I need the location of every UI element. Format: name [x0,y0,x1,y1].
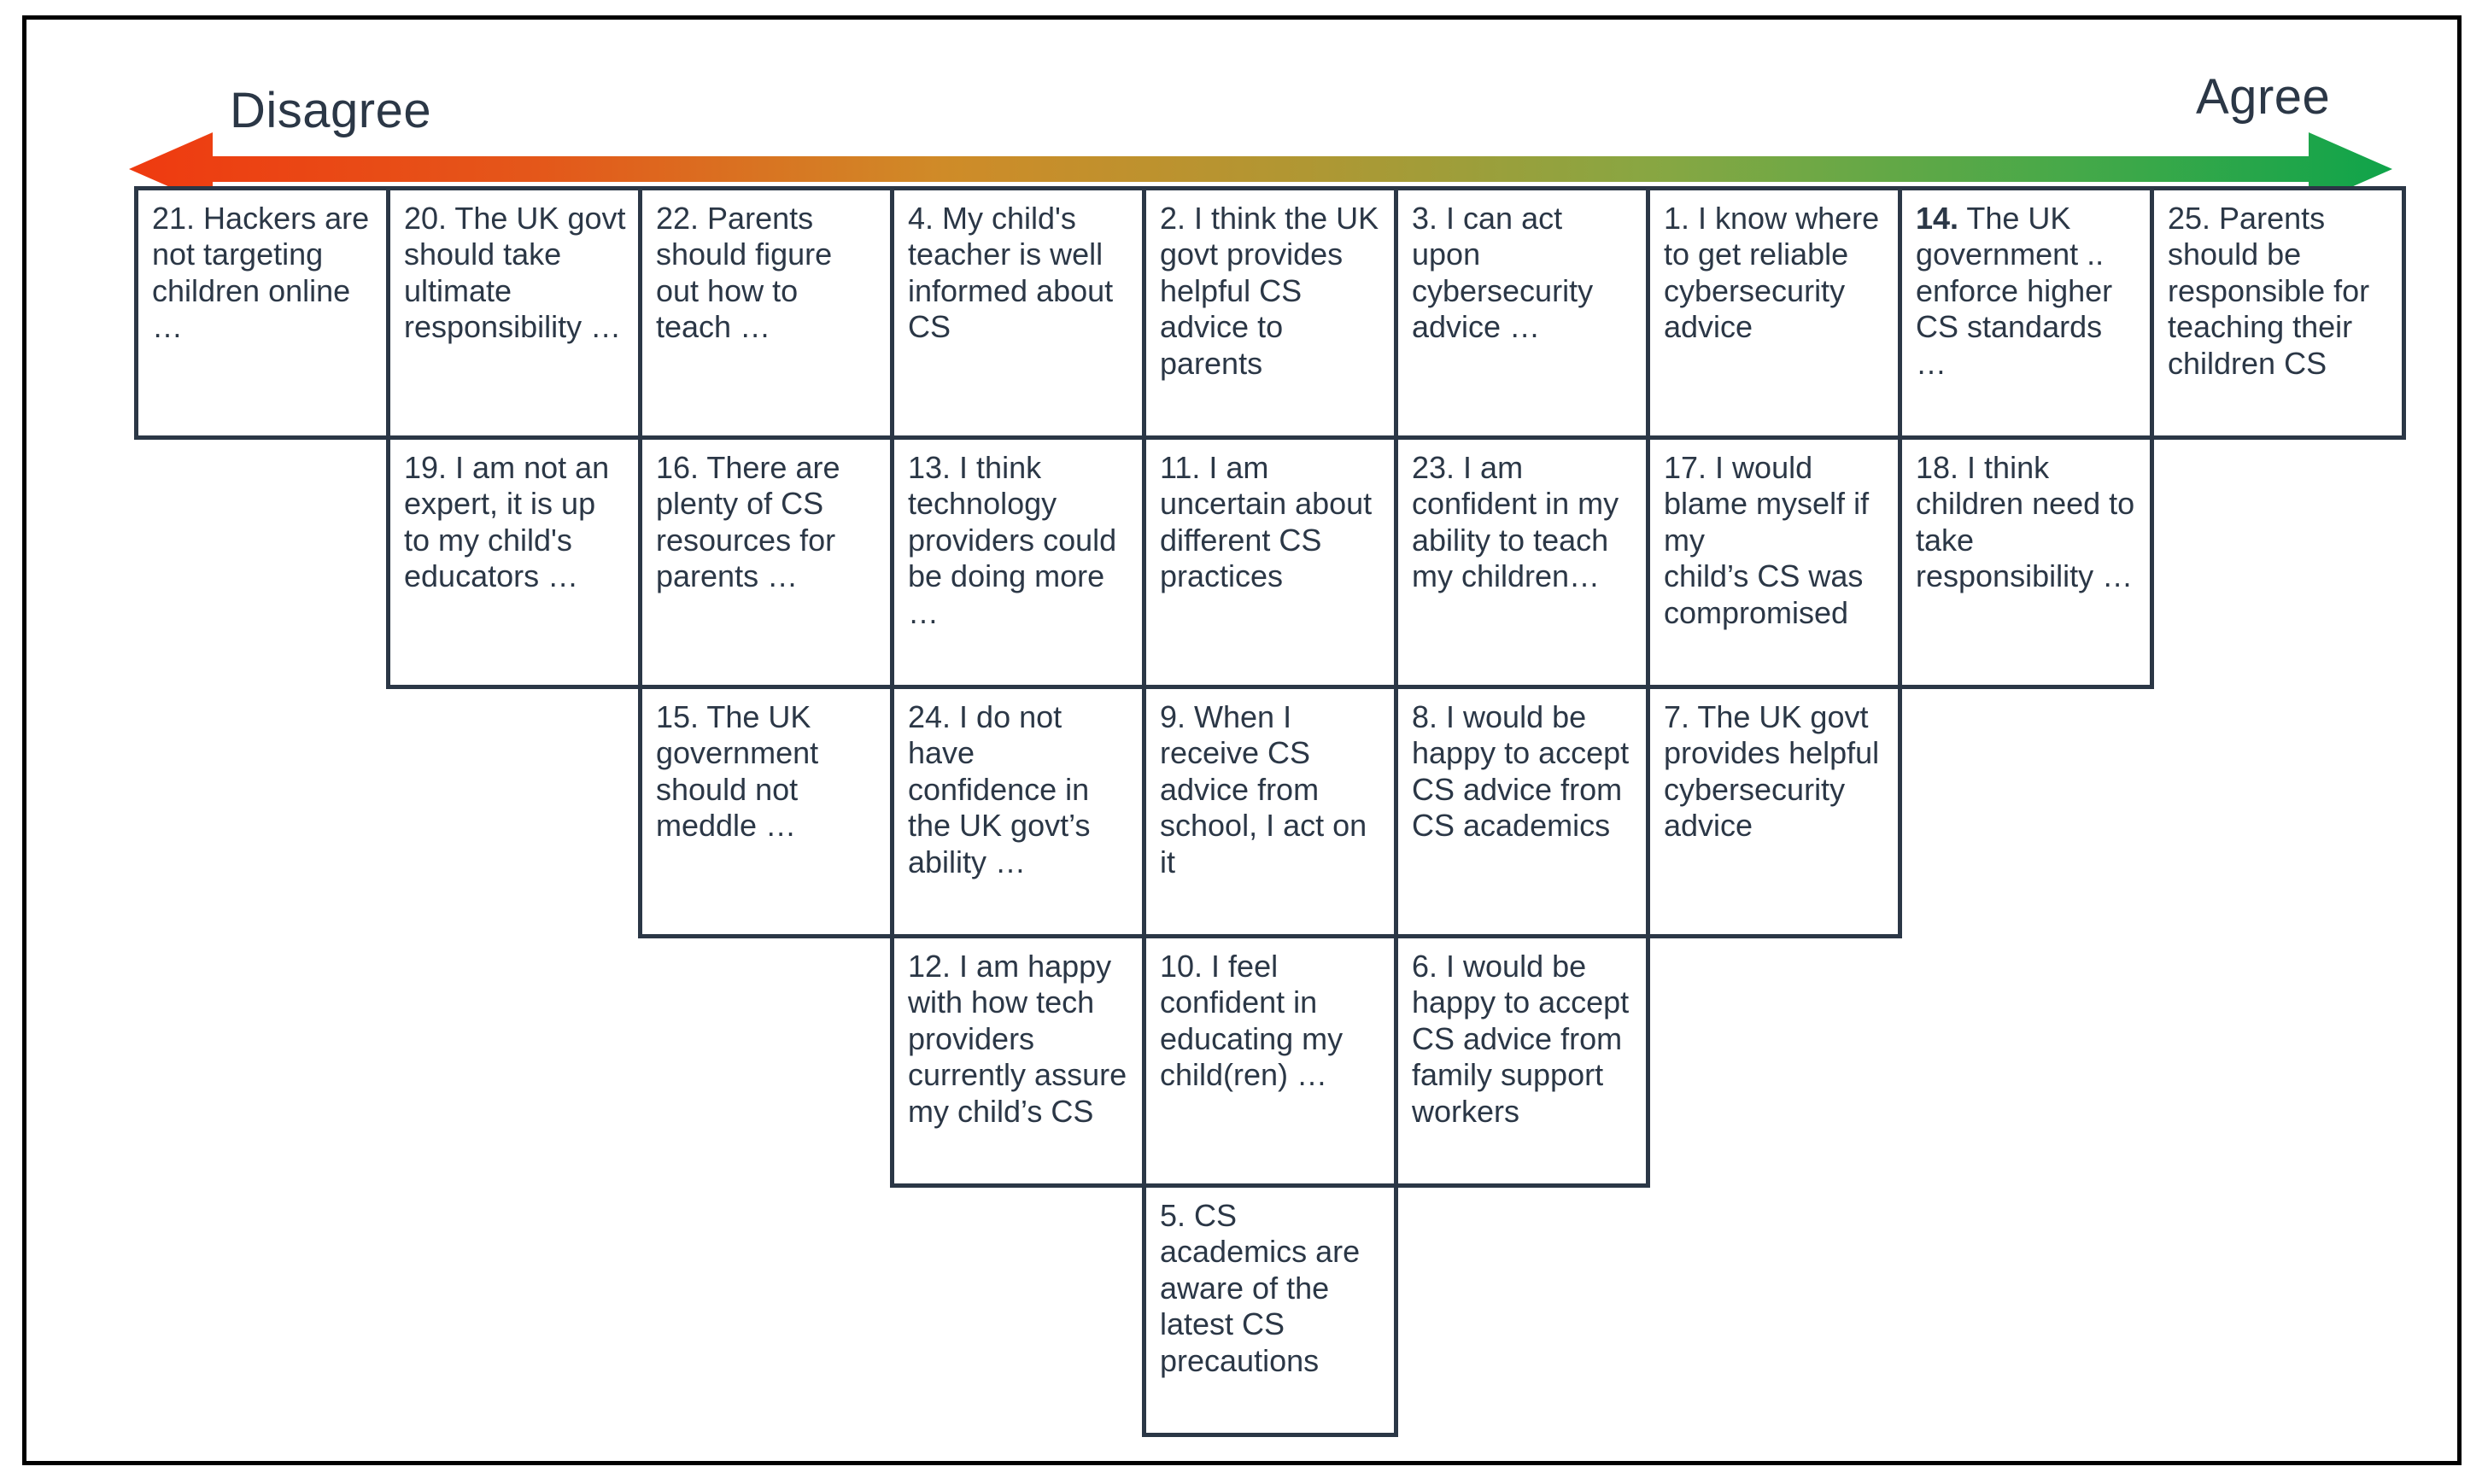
q-sort-cell[interactable]: 1. I know where to get reliable cybersec… [1646,186,1902,440]
axis-label-agree: Agree [2196,69,2331,125]
q-sort-cell[interactable]: 20. The UK govt should take ultimate res… [386,186,642,440]
statement-text: 8. I would be happy to accept CS advice … [1412,699,1630,844]
statement-text: 22. Parents should figure out how to tea… [656,201,833,345]
q-sort-cell[interactable]: 17. I would blame myself if my child’s C… [1646,435,1902,689]
q-sort-cell[interactable]: 4. My child's teacher is well informed a… [890,186,1146,440]
statement-text: 19. I am not an expert, it is up to my c… [404,450,610,594]
statement-text: 14. The UK government .. enforce higher … [1916,201,2113,381]
grid-row: 21. Hackers are not targeting children o… [134,186,2406,440]
statement-text: 12. I am happy with how tech providers c… [908,949,1127,1129]
q-sort-cell[interactable]: 2. I think the UK govt provides helpful … [1142,186,1398,440]
statement-text: 25. Parents should be responsible for te… [2168,201,2370,381]
statement-text: 2. I think the UK govt provides helpful … [1160,201,1379,381]
statement-text: 15. The UK government should not meddle … [656,699,819,844]
statement-text: 7. The UK govt provides helpful cybersec… [1664,699,1880,844]
q-sort-cell[interactable]: 7. The UK govt provides helpful cybersec… [1646,685,1902,938]
grid-row: 19. I am not an expert, it is up to my c… [386,435,2154,689]
statement-text: 11. I am uncertain about different CS pr… [1160,450,1373,594]
figure-frame: Disagree Agree 21. Hackers are not targe… [22,15,2462,1465]
q-sort-cell[interactable]: 9. When I receive CS advice from school,… [1142,685,1398,938]
statement-text: 1. I know where to get reliable cybersec… [1664,201,1880,345]
q-sort-cell[interactable]: 24. I do not have confidence in the UK g… [890,685,1146,938]
statement-text: 4. My child's teacher is well informed a… [908,201,1114,345]
grid-row: 12. I am happy with how tech providers c… [890,934,1650,1188]
statement-text: 20. The UK govt should take ultimate res… [404,201,626,345]
axis-label-disagree: Disagree [230,83,432,138]
q-sort-grid: 21. Hackers are not targeting children o… [134,186,2423,1463]
statement-text: 10. I feel confident in educating my chi… [1160,949,1344,1093]
q-sort-cell[interactable]: 3. I can act upon cybersecurity advice … [1394,186,1650,440]
q-sort-cell[interactable]: 18. I think children need to take respon… [1898,435,2154,689]
q-sort-cell-highlighted[interactable]: 14. The UK government .. enforce higher … [1898,186,2154,440]
q-sort-cell[interactable]: 21. Hackers are not targeting children o… [134,186,390,440]
statement-text: 16. There are plenty of CS resources for… [656,450,840,594]
statement-text: 24. I do not have confidence in the UK g… [908,699,1091,879]
q-sort-cell[interactable]: 6. I would be happy to accept CS advice … [1394,934,1650,1188]
grid-row: 15. The UK government should not meddle … [638,685,1902,938]
grid-row: 5. CS academics are aware of the latest … [1142,1183,1398,1437]
statement-text: 13. I think technology providers could b… [908,450,1117,630]
q-sort-cell[interactable]: 15. The UK government should not meddle … [638,685,894,938]
statement-text: 17. I would blame myself if my child’s C… [1664,450,1870,630]
statement-text: 6. I would be happy to accept CS advice … [1412,949,1630,1129]
q-sort-cell[interactable]: 13. I think technology providers could b… [890,435,1146,689]
q-sort-cell[interactable]: 10. I feel confident in educating my chi… [1142,934,1398,1188]
q-sort-cell[interactable]: 16. There are plenty of CS resources for… [638,435,894,689]
statement-text: 3. I can act upon cybersecurity advice … [1412,201,1594,345]
statement-text: 5. CS academics are aware of the latest … [1160,1198,1361,1378]
agreement-axis-arrow [129,131,2392,207]
q-sort-cell[interactable]: 19. I am not an expert, it is up to my c… [386,435,642,689]
statement-text: 9. When I receive CS advice from school,… [1160,699,1367,879]
q-sort-cell[interactable]: 25. Parents should be responsible for te… [2150,186,2406,440]
q-sort-cell[interactable]: 8. I would be happy to accept CS advice … [1394,685,1650,938]
q-sort-cell[interactable]: 11. I am uncertain about different CS pr… [1142,435,1398,689]
statement-text: 18. I think children need to take respon… [1916,450,2135,594]
q-sort-cell[interactable]: 23. I am confident in my ability to teac… [1394,435,1650,689]
q-sort-cell[interactable]: 12. I am happy with how tech providers c… [890,934,1146,1188]
statement-text: 23. I am confident in my ability to teac… [1412,450,1619,594]
q-sort-cell[interactable]: 22. Parents should figure out how to tea… [638,186,894,440]
q-sort-cell[interactable]: 5. CS academics are aware of the latest … [1142,1183,1398,1437]
statement-text: 21. Hackers are not targeting children o… [152,201,370,345]
